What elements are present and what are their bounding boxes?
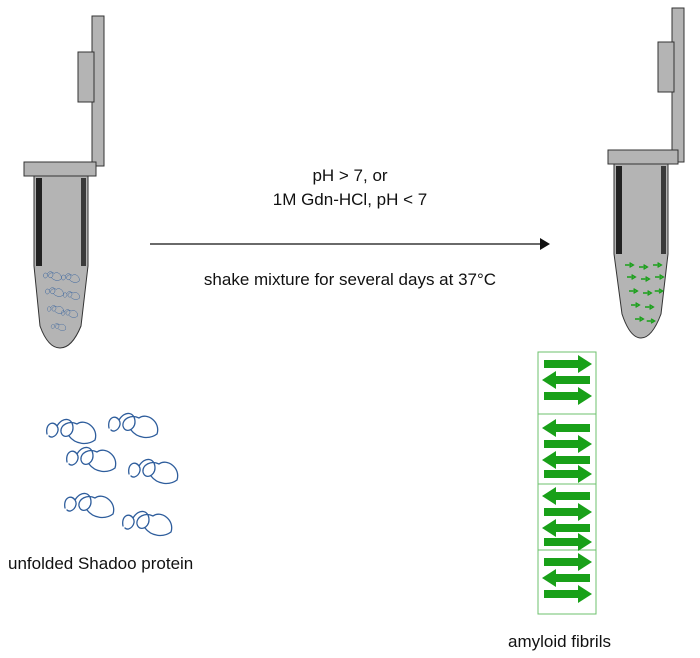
amyloid-fibrils-label: amyloid fibrils xyxy=(508,632,611,651)
unfolded-protein-icon xyxy=(64,492,115,519)
unfolded-protein-icon xyxy=(108,412,159,439)
unfolded-protein-icon xyxy=(128,458,179,485)
unfolded-protein-icon xyxy=(122,510,173,537)
unfolded-protein-icon xyxy=(66,446,117,473)
condition-line-2: 1M Gdn-HCl, pH < 7 xyxy=(272,190,428,209)
process-description: shake mixture for several days at 37°C xyxy=(203,270,497,289)
unfolded-protein-cluster xyxy=(46,412,179,537)
unfolded-protein-label: unfolded Shadoo protein xyxy=(8,554,194,573)
condition-line-1: pH > 7, or xyxy=(312,166,388,185)
tube-right xyxy=(607,7,685,339)
amyloid-fibril-column xyxy=(537,351,597,615)
process-arrow-icon xyxy=(150,238,550,250)
tube-left xyxy=(23,15,105,349)
unfolded-protein-icon xyxy=(46,418,97,445)
beta-sheet-arrows xyxy=(542,355,592,603)
